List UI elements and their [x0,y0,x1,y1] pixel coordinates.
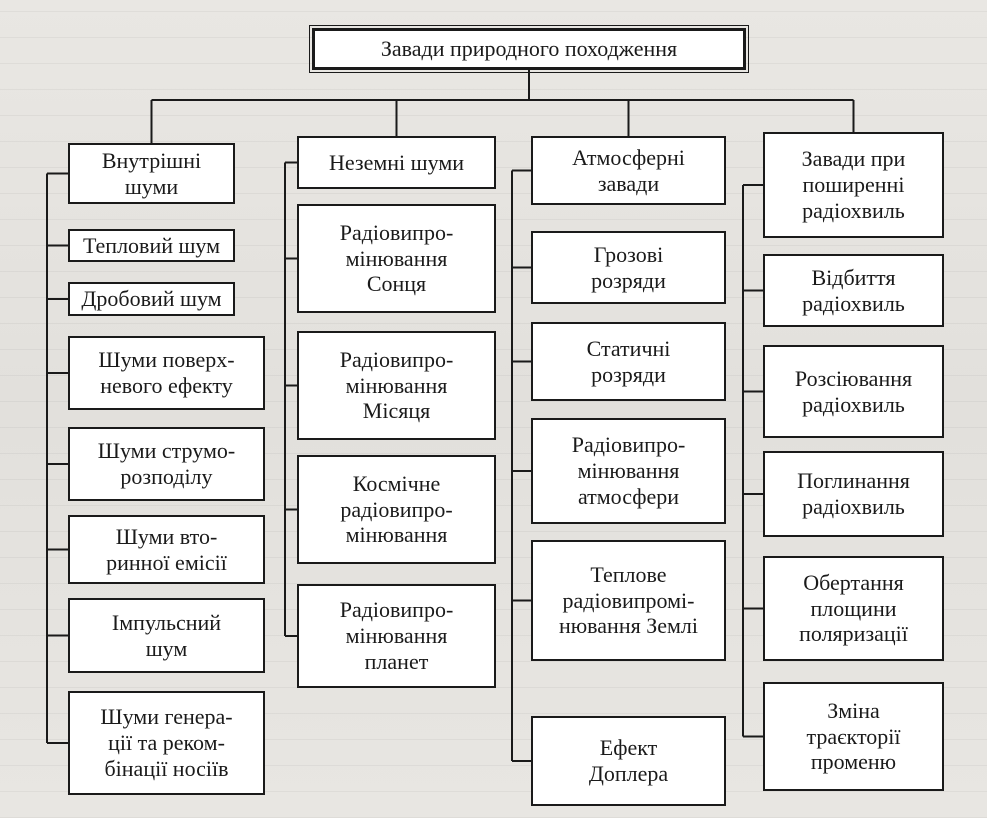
column-1-item-1: Тепловий шум [68,229,235,262]
column-3-header: Атмосферні завади [531,136,726,205]
column-2-item-1: Радіовипро- мінювання Сонця [297,204,496,313]
column-4-item-5: Зміна траєкторії променю [763,682,944,791]
column-4-item-3: Поглинання радіохвиль [763,451,944,537]
column-3-item-5: Ефект Доплера [531,716,726,806]
column-2-header: Неземні шуми [297,136,496,189]
column-4-item-1: Відбиття радіохвиль [763,254,944,327]
column-1-header: Внутрішні шуми [68,143,235,204]
column-2-item-2: Радіовипро- мінювання Місяця [297,331,496,440]
column-1-item-5: Шуми вто- ринної емісії [68,515,265,584]
column-3-item-2: Статичні розряди [531,322,726,401]
root-node: Завади природного походження [309,25,749,73]
column-3-item-3: Радіовипро- мінювання атмосфери [531,418,726,524]
column-1-item-6: Імпульсний шум [68,598,265,673]
column-1-item-4: Шуми струмо- розподілу [68,427,265,501]
column-4-item-2: Розсіювання радіохвиль [763,345,944,438]
column-1-item-7: Шуми генера- ції та реком- бінації носії… [68,691,265,795]
column-1-item-2: Дробовий шум [68,282,235,316]
column-1-item-3: Шуми поверх- невого ефекту [68,336,265,410]
column-2-item-4: Радіовипро- мінювання планет [297,584,496,688]
column-4-item-4: Обертання площини поляризації [763,556,944,661]
column-3-item-1: Грозові розряди [531,231,726,304]
column-2-item-3: Космічне радіовипро- мінювання [297,455,496,564]
column-3-item-4: Теплове радіовипромі- нювання Землі [531,540,726,661]
column-4-header: Завади при поширенні радіохвиль [763,132,944,238]
